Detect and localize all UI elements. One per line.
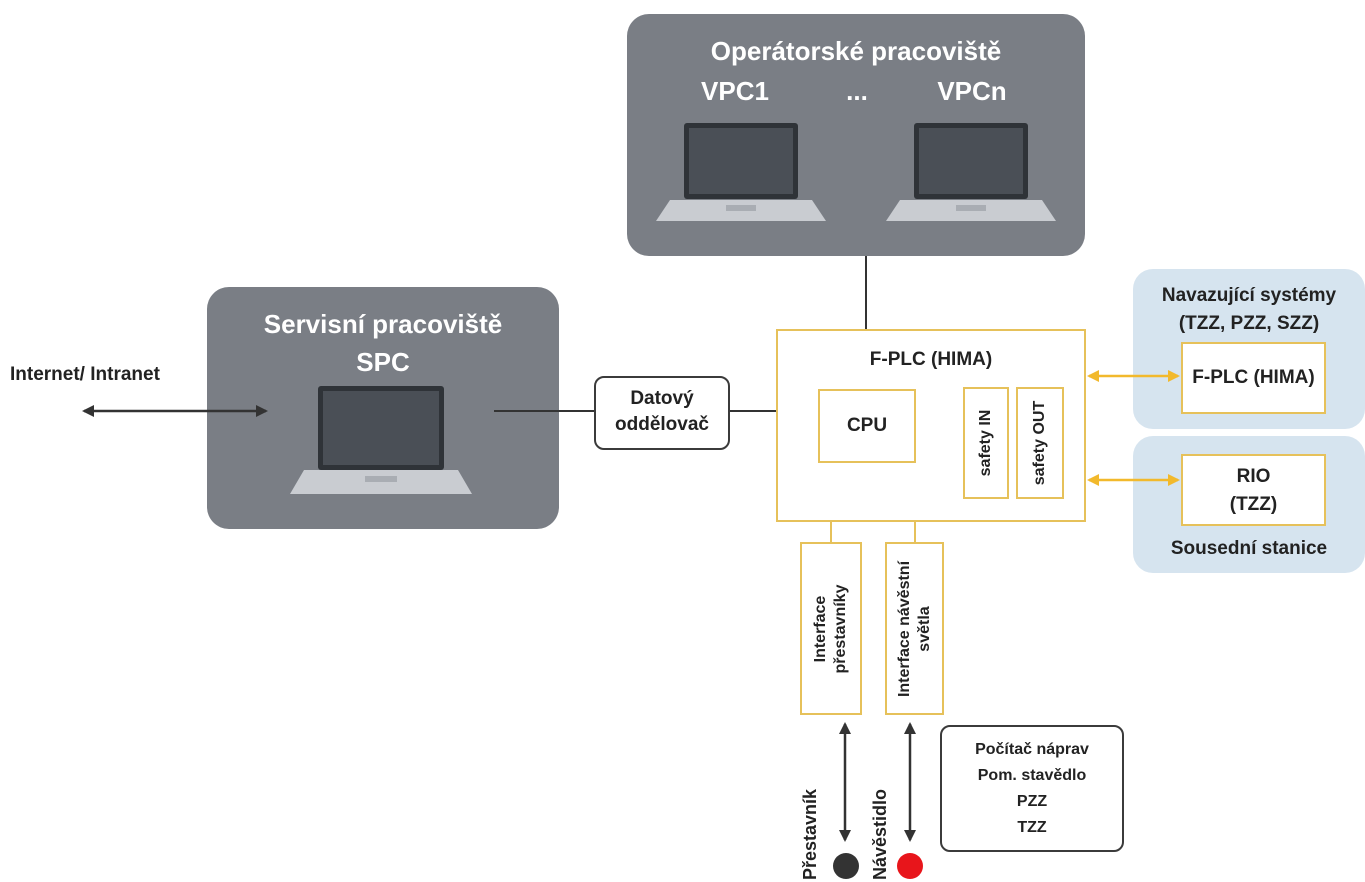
- internet-label: Internet/ Intranet: [10, 364, 160, 385]
- connecting-systems-title-2: (TZZ, PZZ, SZZ): [1178, 313, 1320, 334]
- other-systems-line3: PZZ: [1016, 793, 1048, 810]
- vpc1-label: VPC1: [701, 76, 769, 106]
- data-separator-line1: Datový: [630, 388, 694, 409]
- ellipsis-label: ...: [846, 76, 868, 106]
- laptop-icon: [656, 123, 826, 221]
- other-systems-box: Počítač náprav Pom. stavědlo PZZ TZZ: [940, 725, 1124, 852]
- service-panel-title: Servisní pracoviště: [263, 309, 503, 339]
- rio-label-2: (TZZ): [1229, 494, 1278, 515]
- laptop-icon: [290, 386, 472, 494]
- safety-in-box: safety IN: [963, 387, 1009, 499]
- data-separator-line2: oddělovač: [615, 414, 709, 435]
- laptop-icon: [886, 123, 1056, 221]
- connecting-fplc-label: F-PLC (HIMA): [1192, 367, 1315, 388]
- fplc-main-title: F-PLC (HIMA): [869, 349, 993, 370]
- switch-dot-icon: [833, 853, 859, 879]
- other-systems-line2: Pom. stavědlo: [977, 767, 1087, 784]
- safety-out-box: safety OUT: [1016, 387, 1064, 499]
- signal-light-icon: [897, 853, 923, 879]
- other-systems-line4: TZZ: [1017, 819, 1047, 836]
- vpcn-label: VPCn: [937, 76, 1007, 106]
- service-panel-subtitle: SPC: [356, 347, 410, 377]
- other-systems-line1: Počítač náprav: [975, 741, 1089, 758]
- operator-panel-title: Operátorské pracoviště: [710, 36, 1002, 66]
- neighbor-station-title: Sousední stanice: [1170, 538, 1328, 559]
- data-separator-box: Datový oddělovač: [594, 376, 730, 450]
- interface-switches-box: Interface přestavníky: [800, 542, 862, 715]
- connecting-systems-title-1: Navazující systémy: [1161, 285, 1337, 306]
- rio-box: RIO (TZZ): [1181, 454, 1326, 526]
- fplc-main-box: F-PLC (HIMA) CPU safety IN safety OUT: [776, 329, 1086, 522]
- connecting-fplc-box: F-PLC (HIMA): [1181, 342, 1326, 414]
- cpu-label: CPU: [846, 415, 888, 436]
- cpu-box: CPU: [818, 389, 916, 463]
- interface-signals-box: Interface návěstní světla: [885, 542, 944, 715]
- rio-label-1: RIO: [1236, 466, 1271, 487]
